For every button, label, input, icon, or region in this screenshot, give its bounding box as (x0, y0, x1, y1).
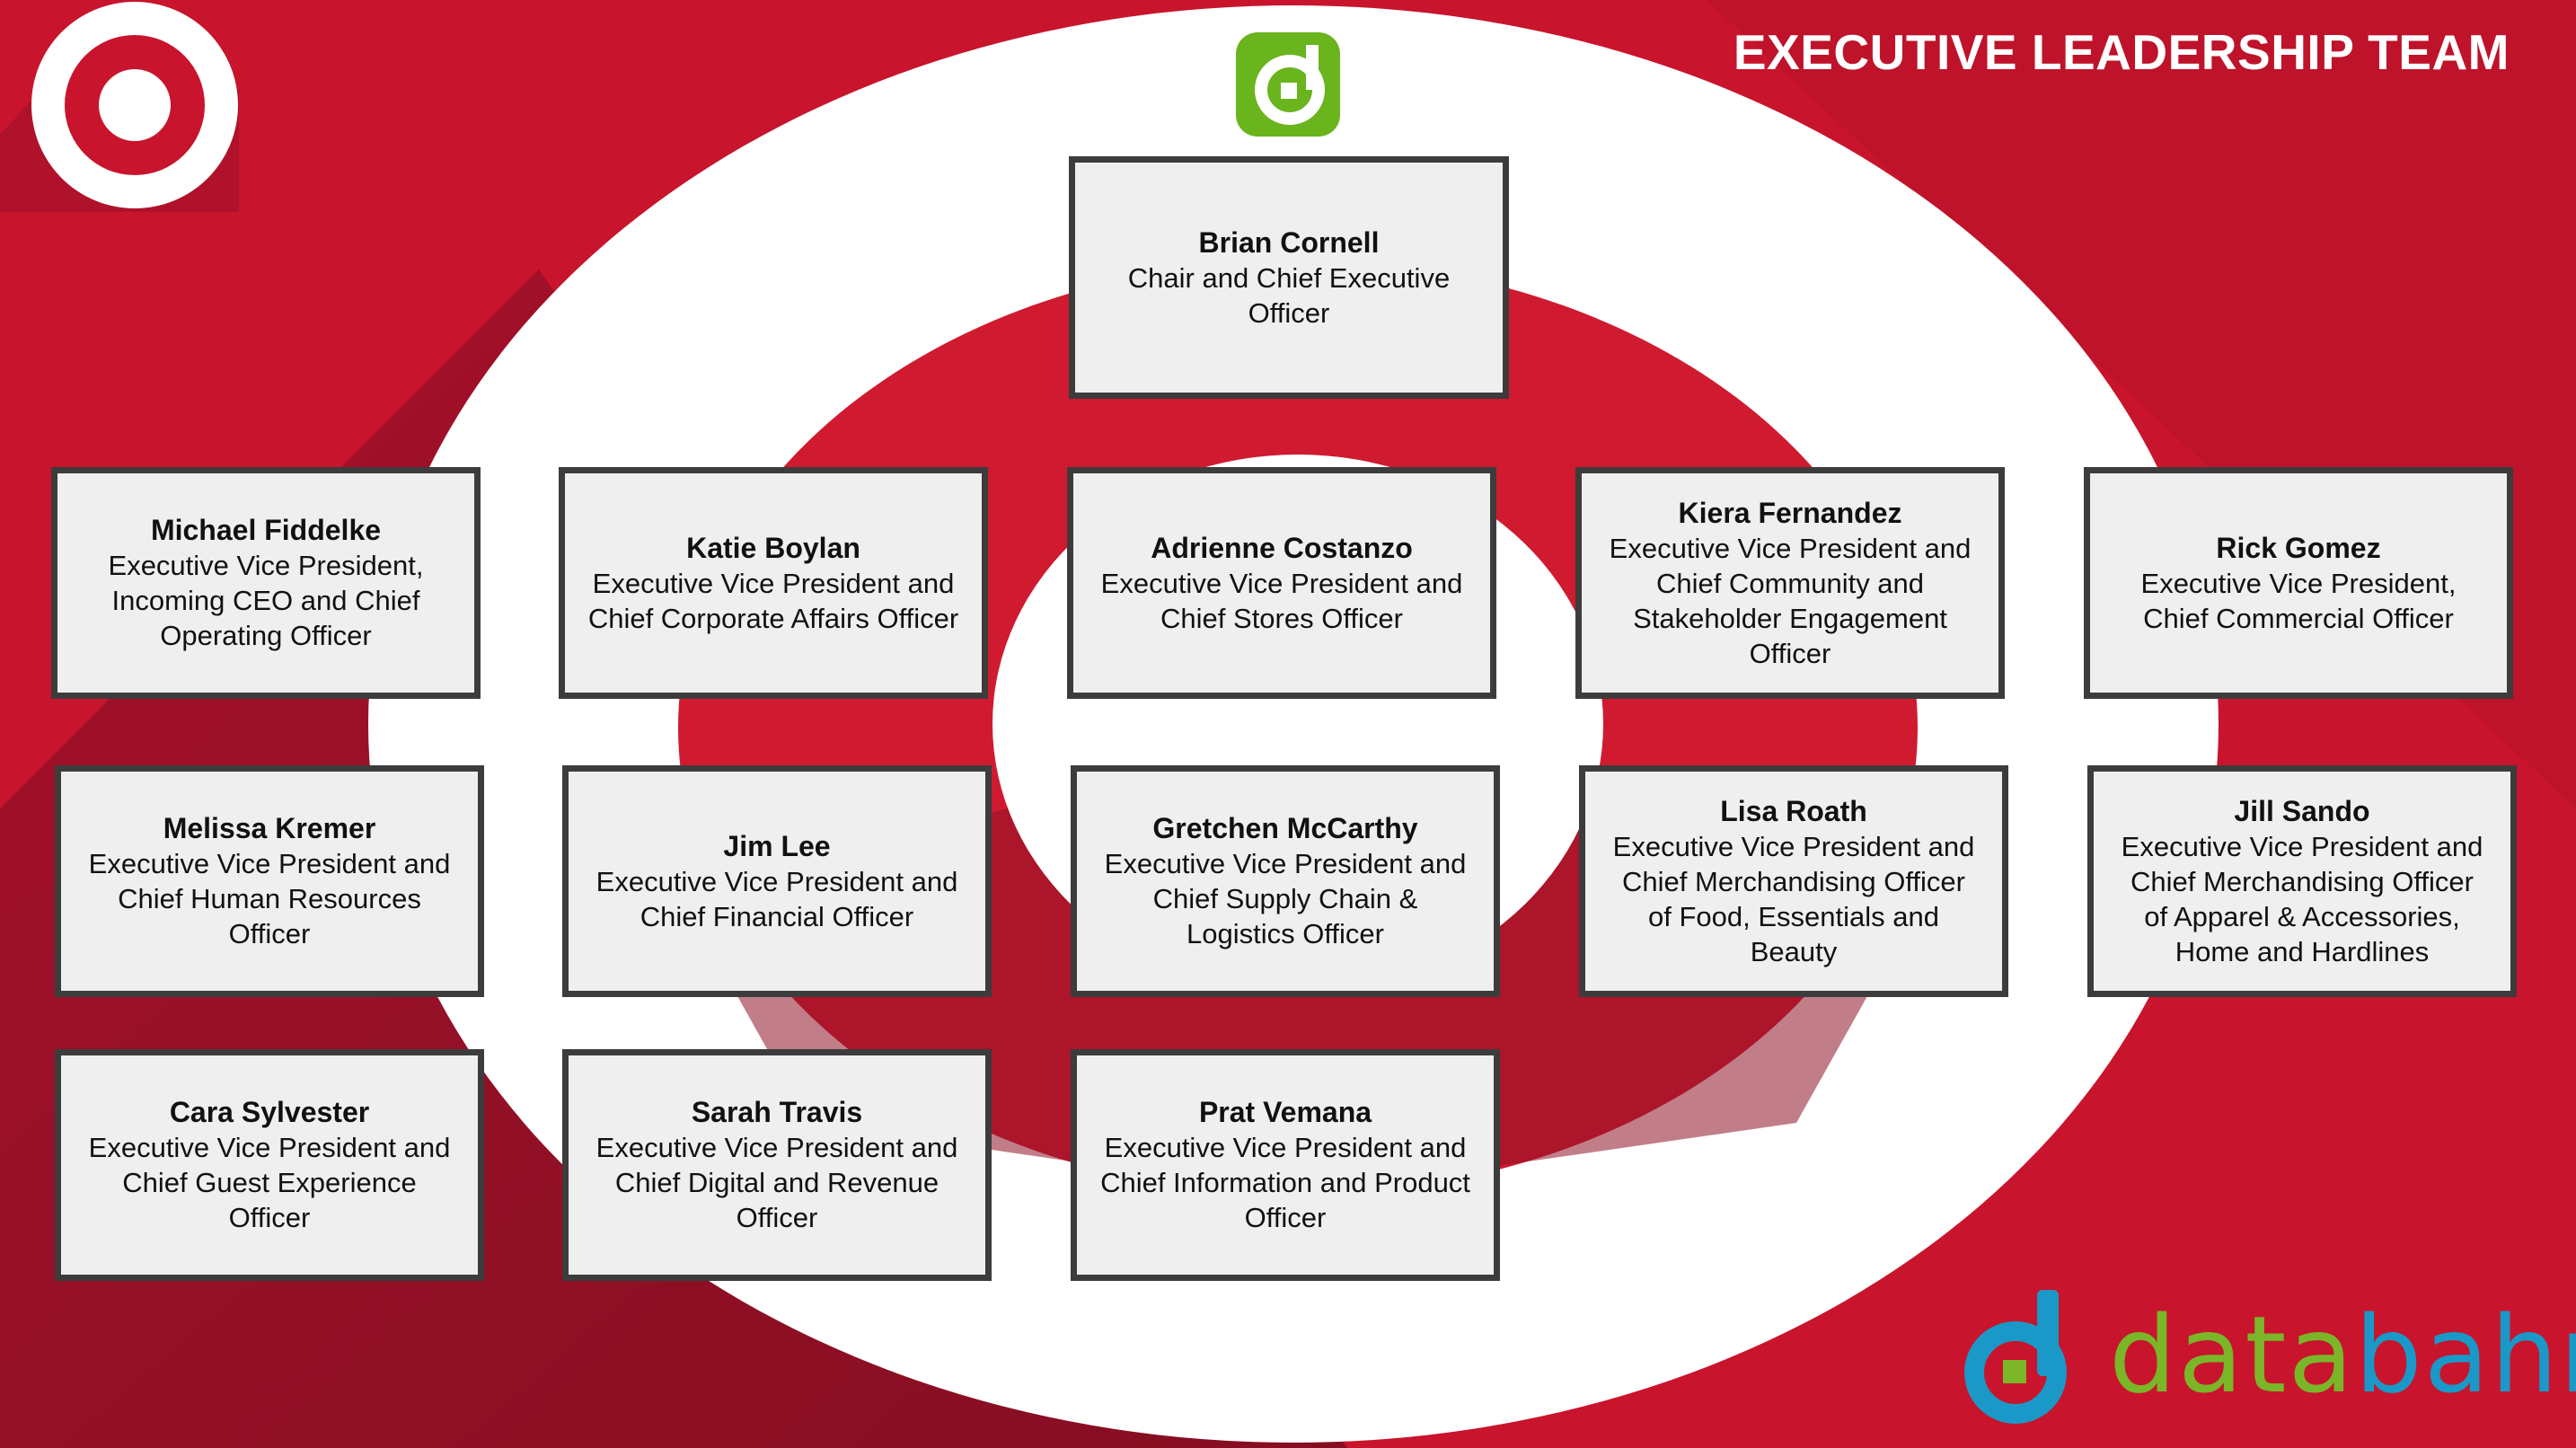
exec-name: Kiera Fernandez (1678, 496, 1902, 529)
exec-card-adrienne-costanzo: Adrienne Costanzo Executive Vice Preside… (1067, 467, 1496, 699)
exec-name: Adrienne Costanzo (1151, 531, 1413, 564)
target-bullseye-logo (0, 2, 239, 212)
exec-title: Executive Vice President and Chief Merch… (1612, 830, 1975, 967)
exec-name: Jim Lee (723, 829, 831, 862)
exec-card-rick-gomez: Rick Gomez Executive Vice President, Chi… (2084, 467, 2513, 699)
exec-title: Executive Vice President and Chief Guest… (88, 1132, 451, 1233)
exec-name: Rick Gomez (2216, 531, 2381, 564)
exec-name: Melissa Kremer (163, 812, 376, 844)
exec-name: Prat Vemana (1198, 1096, 1372, 1128)
exec-card-brian-cornell: Brian Cornell Chair and Chief Executive … (1069, 156, 1509, 399)
exec-name: Jill Sando (2234, 794, 2370, 827)
exec-title: Executive Vice President and Chief Infor… (1100, 1132, 1470, 1233)
exec-card-prat-vemana: Prat Vemana Executive Vice President and… (1071, 1049, 1500, 1281)
exec-name: Katie Boylan (686, 531, 860, 564)
wordmark-part-2: bahn (2354, 1293, 2576, 1417)
exec-card-melissa-kremer: Melissa Kremer Executive Vice President … (55, 765, 484, 997)
exec-name: Sarah Travis (691, 1096, 863, 1128)
exec-title: Executive Vice President and Chief Human… (88, 848, 451, 949)
exec-title: Executive Vice President and Chief Corpo… (587, 567, 959, 634)
exec-card-cara-sylvester: Cara Sylvester Executive Vice President … (55, 1049, 484, 1281)
databahn-icon (1964, 1290, 2067, 1424)
exec-card-kiera-fernandez: Kiera Fernandez Executive Vice President… (1575, 467, 2005, 699)
exec-card-lisa-roath: Lisa Roath Executive Vice President and … (1579, 765, 2008, 997)
exec-title: Chair and Chief Executive Officer (1127, 261, 1451, 329)
exec-name: Cara Sylvester (169, 1096, 370, 1128)
exec-card-jim-lee: Jim Lee Executive Vice President and Chi… (562, 765, 992, 997)
databahn-badge-icon (1236, 32, 1340, 137)
exec-title: Executive Vice President, Chief Commerci… (2140, 567, 2457, 634)
exec-title: Executive Vice President and Chief Finan… (595, 865, 958, 932)
exec-card-katie-boylan: Katie Boylan Executive Vice President an… (559, 467, 988, 699)
exec-title: Executive Vice President and Chief Digit… (595, 1132, 958, 1233)
exec-name: Michael Fiddelke (150, 514, 382, 546)
exec-title: Executive Vice President and Chief Commu… (1609, 532, 1972, 669)
exec-title: Executive Vice President and Chief Suppl… (1104, 848, 1467, 949)
exec-title: Executive Vice President, Incoming CEO a… (108, 550, 424, 651)
exec-name: Brian Cornell (1198, 225, 1380, 259)
databahn-wordmark: databahn (2109, 1301, 2576, 1408)
exec-card-sarah-travis: Sarah Travis Executive Vice President an… (562, 1049, 992, 1281)
page-title: EXECUTIVE LEADERSHIP TEAM (1733, 24, 2510, 80)
exec-title: Executive Vice President and Chief Merch… (2121, 830, 2483, 967)
exec-name: Lisa Roath (1720, 794, 1867, 827)
exec-card-jill-sando: Jill Sando Executive Vice President and … (2087, 765, 2517, 997)
exec-card-michael-fiddelke: Michael Fiddelke Executive Vice Presiden… (51, 467, 481, 699)
exec-name: Gretchen McCarthy (1152, 812, 1418, 844)
exec-card-gretchen-mccarthy: Gretchen McCarthy Executive Vice Preside… (1071, 765, 1500, 997)
wordmark-part-1: data (2109, 1293, 2355, 1417)
exec-title: Executive Vice President and Chief Store… (1100, 567, 1463, 634)
